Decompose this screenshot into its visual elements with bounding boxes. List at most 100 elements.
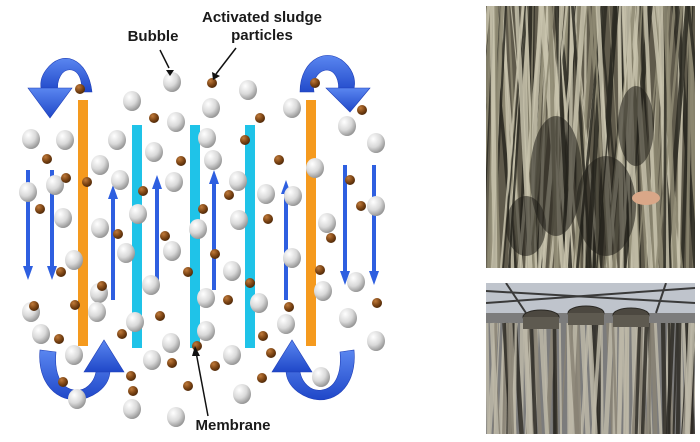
label-pointers [159, 47, 237, 417]
sludge-particle-icon [356, 201, 366, 211]
bubble-icon [339, 308, 357, 328]
sludge-particle-icon [82, 177, 92, 187]
sludge-particle-icon [326, 233, 336, 243]
frame-rod [78, 100, 88, 346]
bubble-icon [283, 248, 301, 268]
curved-arrow-icon-head [27, 87, 73, 119]
frame-rod [306, 100, 316, 346]
bubble-icon [347, 272, 365, 292]
bubble-icon [88, 302, 106, 322]
sludge-particle-icon [284, 302, 294, 312]
membrane-label: Membrane [195, 417, 271, 434]
sludge-particle-icon [315, 265, 325, 275]
sludge-particle-icon [183, 381, 193, 391]
bubble-icon [318, 213, 336, 233]
bubble-icon [65, 250, 83, 270]
bubble-icon [142, 275, 160, 295]
bubble-icon [22, 129, 40, 149]
sludge-particle-icon [258, 331, 268, 341]
sludge-particle-icon [29, 301, 39, 311]
membrane-fiber [132, 125, 142, 348]
curved-arrow-icon-head [271, 339, 313, 373]
bubble-icon [197, 321, 215, 341]
arrow-down-icon [340, 165, 350, 285]
sludge-particle-icon [223, 295, 233, 305]
bubble-icon [189, 219, 207, 239]
bubble-icon [126, 312, 144, 332]
membrane-pointer [195, 351, 209, 417]
sludge-particle-icon [54, 334, 64, 344]
arrow-down-icon [47, 170, 57, 280]
activated-sludge-label-line1: Activated sludge [201, 9, 323, 26]
bubble-pointer-head [166, 70, 174, 76]
bubble-label: Bubble [127, 28, 179, 45]
frame-group [78, 100, 316, 346]
sludge-particle-icon [160, 231, 170, 241]
arrow-up-icon [281, 180, 291, 300]
sludge-particle-icon [198, 204, 208, 214]
bubble-icon [284, 186, 302, 206]
bubble-icon [167, 112, 185, 132]
bubble-icon [123, 399, 141, 419]
bubble-icon [223, 345, 241, 365]
bubble-icon [32, 324, 50, 344]
bubble-icon [56, 130, 74, 150]
bubble-icon [229, 171, 247, 191]
flow-arrows [23, 165, 379, 300]
bubble-icon [65, 345, 83, 365]
sludge-pointer-head [212, 72, 220, 80]
sludge-particle-icon [75, 84, 85, 94]
sludge-particle-icon [266, 348, 276, 358]
bubble-icon [367, 133, 385, 153]
sludge-particle-icon [245, 278, 255, 288]
sludge-particle-icon [117, 329, 127, 339]
sludge-particle-icon [35, 204, 45, 214]
bubble-icon [233, 384, 251, 404]
sludge-particle-icon [345, 175, 355, 185]
sludge-particle-icon [192, 341, 202, 351]
sludge-particle-icon [210, 249, 220, 259]
bubble-icon [117, 243, 135, 263]
sludge-particle-icon [274, 155, 284, 165]
curved-arrow-icon-head [325, 87, 371, 113]
membrane-fiber [245, 125, 255, 348]
sludge-particle-icon [56, 267, 66, 277]
sludge-particle-icon [257, 373, 267, 383]
sludge-group [29, 78, 382, 396]
circulation-arrows [27, 55, 371, 401]
sludge-pointer [215, 47, 237, 75]
sludge-particle-icon [183, 267, 193, 277]
bubble-icon [165, 172, 183, 192]
bubble-icon [314, 281, 332, 301]
bubble-icon [197, 288, 215, 308]
activated-sludge-label: Activated sludge particles [192, 9, 332, 45]
arrow-up-icon [108, 185, 118, 300]
sludge-particle-icon [113, 229, 123, 239]
sludge-particle-icon [128, 386, 138, 396]
bubble-icon [367, 331, 385, 351]
bubble-icon [367, 196, 385, 216]
sludge-particle-icon [167, 358, 177, 368]
bubble-icon [19, 182, 37, 202]
bubble-icon [283, 98, 301, 118]
bubble-icon [123, 91, 141, 111]
sludge-particle-icon [357, 105, 367, 115]
bubble-icon [145, 142, 163, 162]
membrane-pointer-head [192, 346, 200, 356]
bubble-group [19, 72, 385, 427]
arrow-up-icon [152, 175, 162, 290]
bubble-icon [277, 314, 295, 334]
bubble-icon [202, 98, 220, 118]
bubble-icon [230, 210, 248, 230]
bubble-icon [167, 407, 185, 427]
bubble-icon [338, 116, 356, 136]
bubble-icon [129, 204, 147, 224]
curved-arrow-icon-head [83, 339, 125, 373]
sludge-particle-icon [207, 78, 217, 88]
bubble-icon [306, 158, 324, 178]
arrow-down-icon [23, 170, 33, 280]
bubble-icon [162, 333, 180, 353]
sludge-particle-icon [42, 154, 52, 164]
bubble-icon [108, 130, 126, 150]
sludge-particle-icon [149, 113, 159, 123]
